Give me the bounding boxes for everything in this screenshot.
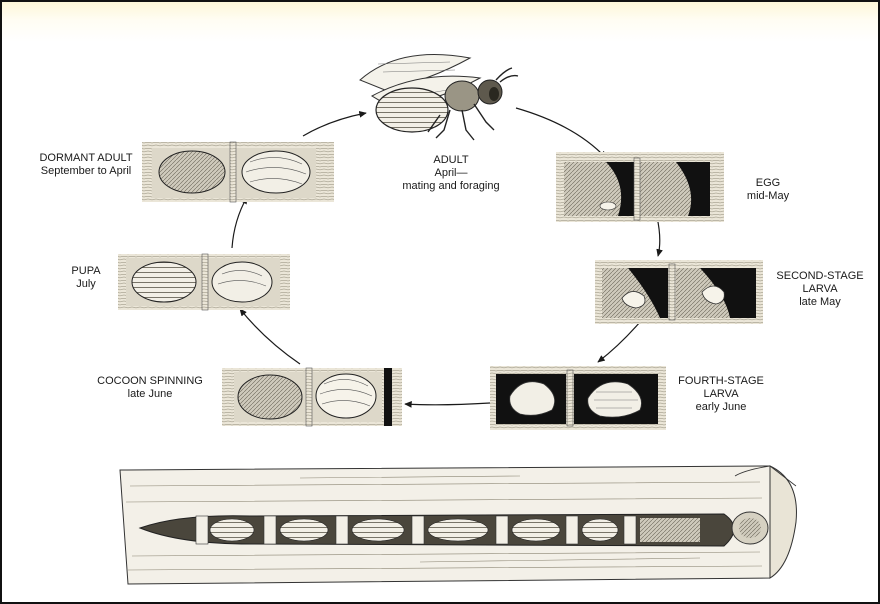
pupa-title: PUPA [56,265,116,278]
arrow-dormant-to-adult [303,113,366,136]
arrow-second-to-fourth-larva [598,322,640,362]
second-stage-time: late May [764,296,876,309]
stage-label-fourth-stage-larva: FOURTH-STAGE LARVA early June [666,375,776,414]
dormant-adult-nest-cells [142,142,334,202]
fourth-stage-subtitle: LARVA [666,388,776,401]
egg-time: mid-May [728,190,808,203]
arrow-fourth-larva-to-cocoon [405,403,490,405]
stage-label-egg: EGG mid-May [728,177,808,203]
cocoon-spinning-nest-cells [222,368,402,426]
egg-nest-cells [556,152,724,222]
stage-label-dormant-adult: DORMANT ADULT September to April [28,152,144,178]
fourth-stage-title: FOURTH-STAGE [666,375,776,388]
full-nest-tunnel-cross-section [120,466,796,584]
adult-time: April— [386,167,516,180]
cocoon-title: COCOON SPINNING [88,375,212,388]
second-stage-title: SECOND-STAGE [764,270,876,283]
pupa-nest-cells [118,254,290,310]
dormant-time: September to April [28,165,144,178]
fourth-stage-larva-nest-cells [490,366,666,430]
arrow-cocoon-to-pupa [240,309,300,364]
stage-label-adult: ADULT April— mating and foraging [386,154,516,193]
stage-label-pupa: PUPA July [56,265,116,291]
pupa-time: July [56,278,116,291]
second-stage-larva-nest-cells [595,260,763,324]
stage-label-cocoon-spinning: COCOON SPINNING late June [88,375,212,401]
cocoon-time: late June [88,388,212,401]
arrow-adult-to-egg [516,108,606,158]
egg-title: EGG [728,177,808,190]
adult-title: ADULT [386,154,516,167]
fourth-stage-time: early June [666,401,776,414]
dormant-title: DORMANT ADULT [28,152,144,165]
adult-bee-illustration [360,54,518,140]
stage-label-second-stage-larva: SECOND-STAGE LARVA late May [764,270,876,309]
arrow-egg-to-second-larva [657,217,660,256]
adult-activity: mating and foraging [386,180,516,193]
arrow-pupa-to-dormant [232,197,247,248]
second-stage-subtitle: LARVA [764,283,876,296]
